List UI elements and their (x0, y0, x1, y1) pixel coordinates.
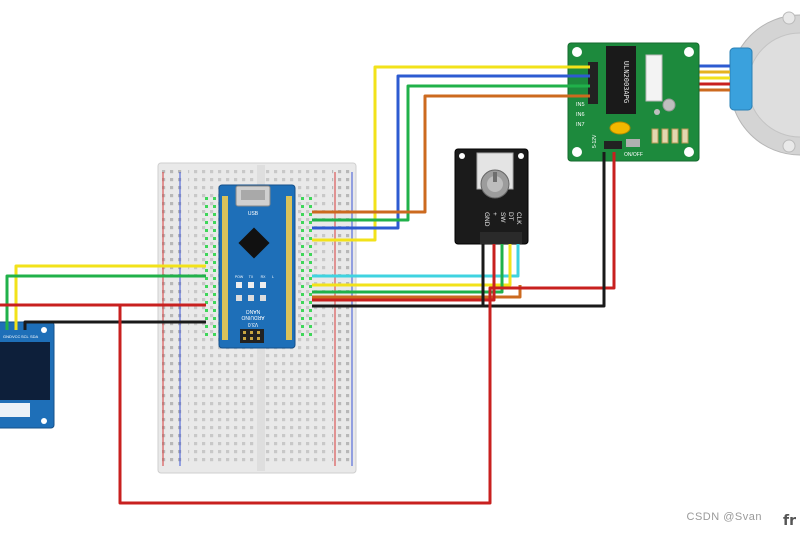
uln2003-driver-board: ULN2003APG IN5 IN6 IN7 5-12V ON/OFF (567, 42, 700, 162)
wire-red-loop (118, 300, 492, 505)
wire-red-encoder-vcc (490, 244, 496, 302)
oled-pin-vcc: VCC (12, 334, 21, 339)
driver-input-header (588, 62, 598, 104)
usb-label: USB (248, 211, 259, 217)
driver-leds (651, 128, 689, 144)
nano-board-model: NANO (246, 308, 261, 314)
motor-mount-hole (782, 11, 796, 25)
oled-screen (0, 342, 50, 400)
encoder-pin-dt: DT (507, 212, 514, 221)
nano-board-version: V3.0 (248, 321, 259, 327)
power-label: 5-12V (592, 134, 598, 148)
led-label-l: L (272, 275, 274, 279)
wire-green-encoder (312, 244, 504, 294)
wire-black-oled-ground (23, 320, 206, 330)
encoder-pin-clk: CLK (515, 212, 522, 225)
led-label-rx: RX (261, 275, 267, 279)
nano-pin-header (222, 196, 292, 340)
wire-black-driver-ground (312, 152, 606, 308)
mount-hole (572, 47, 582, 57)
input-label-in6: IN6 (576, 112, 585, 118)
wire-yellow-driver (312, 65, 590, 242)
wire-yellow-encoder (312, 244, 512, 287)
oled-pin-scl: SCL (21, 334, 30, 339)
uln2003-chip (606, 46, 636, 114)
switch-label: ON/OFF (624, 152, 643, 158)
motor-connector-housing (729, 47, 753, 111)
icsp-header (240, 329, 264, 343)
wire-green-driver (312, 84, 590, 222)
arduino-nano: USB ARDUINO NANO V3.0 POW TX RX L (218, 184, 296, 349)
power-header (604, 141, 622, 149)
stepper-motor (729, 11, 800, 156)
wire-red-driver-power (312, 152, 616, 302)
wire-yellow-oled (14, 264, 206, 330)
wire-cyan-encoder (312, 244, 520, 278)
capacitor (609, 121, 631, 135)
oled-display: GND VCC SCL SDA (0, 321, 55, 429)
wires (0, 65, 616, 505)
encoder-pin-sw: SW (499, 212, 506, 223)
led-label-tx: TX (249, 275, 254, 279)
wire-blue-driver (312, 74, 590, 230)
oled-pin-gnd: GND (3, 334, 12, 339)
oled-pin-sda: SDA (30, 334, 39, 339)
encoder-pin-vcc: + (491, 212, 498, 216)
encoder-pin-header (480, 232, 522, 244)
nano-board-name: ARDUINO (241, 314, 264, 320)
input-label-in7: IN7 (576, 122, 585, 128)
power-switch (626, 139, 640, 147)
led-label-pow: POW (235, 275, 244, 279)
watermark-text: CSDN @Svan (686, 511, 762, 523)
encoder-pin-gnd: GND (483, 212, 490, 227)
wire-green-oled (5, 274, 206, 330)
motor-connector (645, 54, 663, 102)
input-label-in5: IN5 (576, 102, 585, 108)
rotary-encoder: CLK DT SW + GND (454, 148, 529, 245)
smd-led (236, 282, 242, 288)
wire-orange-driver (312, 94, 590, 214)
chip-label: ULN2003APG (622, 61, 630, 103)
highlight-holes (205, 197, 312, 336)
watermark-logo: fr (783, 513, 796, 529)
nano-mcu-chip (238, 227, 270, 259)
